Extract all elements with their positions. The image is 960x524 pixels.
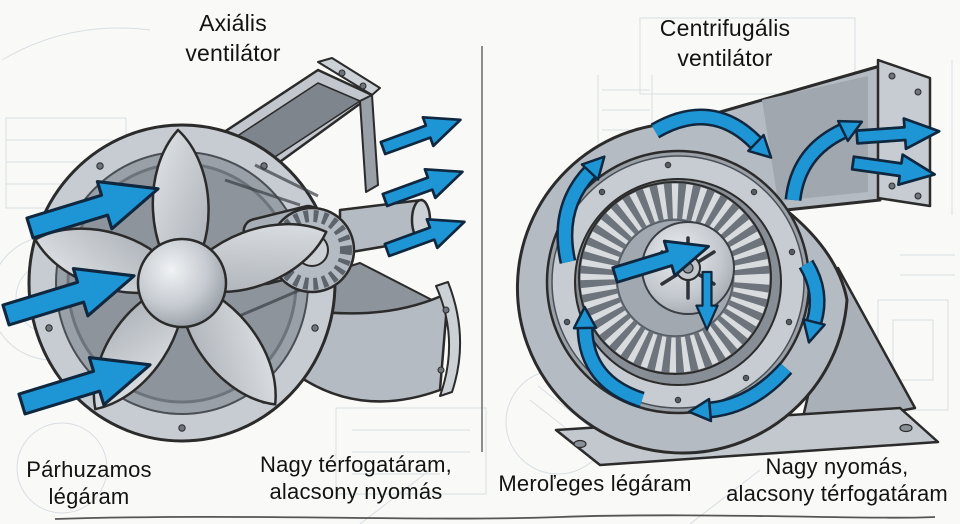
centrifugal-airflow-caption: Meroľeges légáram [483, 470, 707, 497]
circulation-arrow-bottom [686, 362, 793, 425]
centrifugal-fan-title-line1: Centrifugális [659, 15, 791, 41]
circulation-arrow-right [796, 259, 826, 347]
axial-airflow-caption: Párhuzamos légáram [0, 456, 178, 510]
centrifugal-airflow-caption-line1: Meroľeges légáram [498, 471, 692, 496]
axial-performance-caption-line2: alacsony nyomás [269, 479, 443, 504]
axial-performance-caption: Nagy térfogatáram, alacsony nyomás [233, 451, 479, 505]
axial-airflow-caption-line1: Párhuzamos [26, 457, 152, 482]
centrifugal-fan-illustration [515, 58, 942, 467]
centrifugal-performance-caption-line1: Nagy nyomás, [765, 454, 909, 479]
axial-airflow-caption-line2: légáram [48, 484, 130, 509]
centrifugal-fan-title: Centrifugális ventilátor [592, 13, 858, 73]
circulation-arrow-duct [784, 110, 868, 202]
outflow-arrow-1 [376, 104, 467, 164]
circulation-arrows [556, 108, 868, 425]
centrifugal-performance-caption: Nagy nyomás, alacsony térfogatáram [714, 453, 960, 507]
centrifugal-fan-title-line2: ventilátor [677, 45, 773, 71]
axial-performance-caption-line1: Nagy térfogatáram, [260, 452, 452, 477]
circulation-arrow-bottom-left [572, 305, 645, 409]
ground-sketch-line [54, 514, 936, 520]
centrifugal-performance-caption-line2: alacsony térfogatáram [726, 481, 948, 506]
axial-fan-illustration [0, 57, 471, 443]
axial-fan-title-line1: Axiális [199, 10, 267, 36]
motor-mount-struts [224, 163, 319, 322]
axial-fan-hub [136, 237, 228, 329]
circulation-arrow-left [556, 147, 614, 264]
outflow-arrows [376, 104, 471, 266]
axial-fan-title: Axiális ventilátor [100, 8, 366, 68]
circulation-arrow-top [650, 108, 780, 167]
axial-fan-title-line2: ventilátor [185, 40, 281, 66]
outlet-duct-inner [762, 76, 868, 201]
